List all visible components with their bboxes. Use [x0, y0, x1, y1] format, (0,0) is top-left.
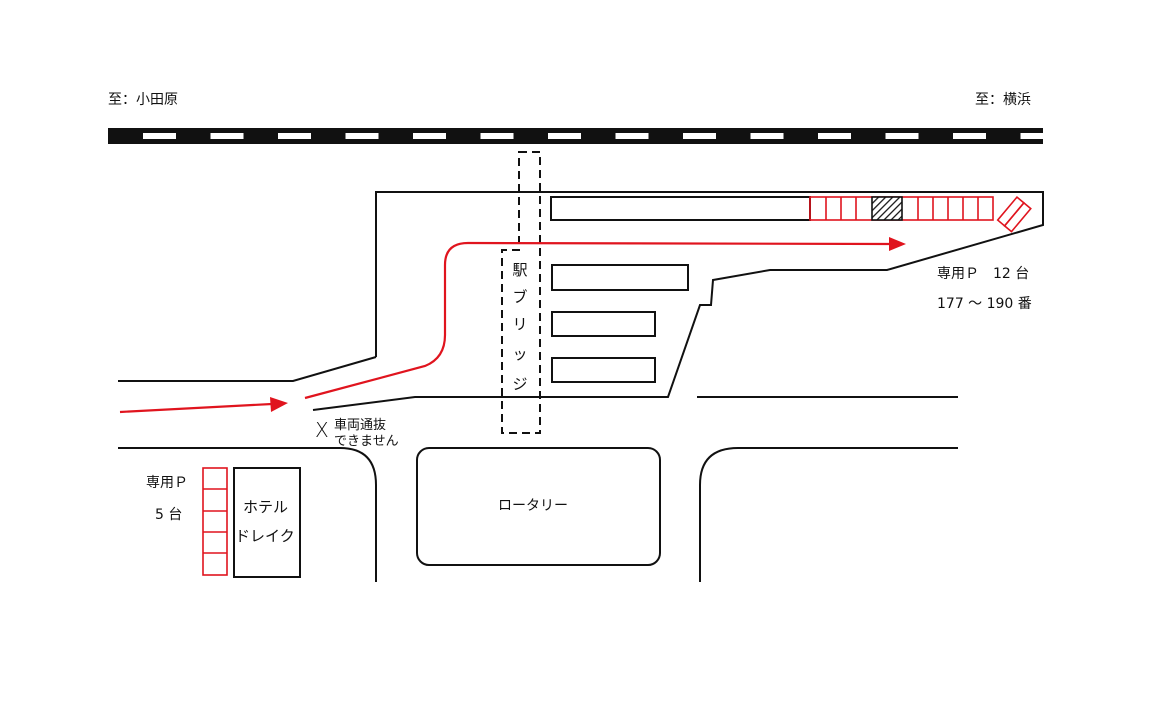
track-dash — [548, 133, 581, 139]
hotel-name: ドレイク — [235, 527, 295, 545]
track-dash — [480, 133, 514, 139]
route-arrow — [119, 241, 891, 414]
hotel-parking-count: 5 台 — [155, 507, 183, 523]
road-lower-left — [118, 447, 377, 582]
track-dash — [413, 133, 446, 139]
platform — [551, 357, 656, 383]
road-upper-left — [118, 356, 377, 382]
station-parking-count: 専用Ｐ 12 台 — [937, 266, 1030, 282]
direction-yokohama: 至：横浜 — [975, 92, 1031, 108]
platform — [551, 311, 656, 337]
bridge-label-char: リ — [512, 315, 528, 333]
platform — [550, 196, 811, 221]
station-outline — [312, 191, 1044, 411]
hotel-name: ホテル — [243, 498, 289, 516]
track-dash — [1020, 133, 1054, 139]
station-bridge — [501, 151, 541, 434]
track-dash — [143, 133, 176, 139]
hotel-parking-label: 専用Ｐ — [146, 475, 188, 491]
hotel-building — [233, 467, 301, 578]
track-dash — [885, 133, 919, 139]
bridge-label-char: ッ — [512, 345, 528, 363]
station-parking-slots — [809, 195, 1032, 233]
track-dash — [345, 133, 379, 139]
rotary-label: ロータリー — [498, 498, 568, 514]
no-through-text: 車両通抜 — [334, 418, 387, 433]
reserved-slot — [871, 196, 903, 221]
bridge-label-char: ジ — [512, 375, 528, 393]
arrowhead-icon — [270, 397, 288, 412]
track-dash — [278, 133, 311, 139]
direction-odawara: 至：小田原 — [108, 92, 178, 108]
station-parking-numbers: 177 ～ 190 番 — [937, 296, 1032, 312]
platform — [551, 264, 689, 291]
track-dash — [818, 133, 851, 139]
track-dash — [683, 133, 716, 139]
railway-track — [108, 128, 1054, 144]
track-dash — [210, 133, 244, 139]
road-lower-right — [699, 447, 958, 582]
arrowhead-icon — [889, 237, 906, 251]
track-dash — [750, 133, 784, 139]
bridge-label-char: 駅 — [512, 261, 528, 279]
hotel-parking-slots — [202, 467, 228, 576]
no-entry-mark: X — [315, 418, 329, 442]
track-dash — [953, 133, 986, 139]
bridge-label-char: ブ — [512, 288, 528, 306]
no-through-text: できません — [334, 434, 399, 449]
track-dash — [615, 133, 649, 139]
rotary — [416, 447, 661, 566]
